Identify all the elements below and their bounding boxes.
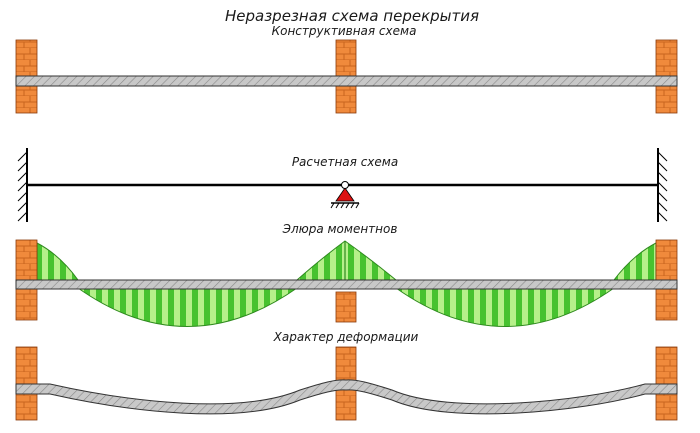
moment-diagram-title: Элюра моментнов: [282, 222, 398, 236]
structural-scheme: [15, 39, 678, 114]
deformation-scheme: [15, 346, 678, 421]
slab: [15, 75, 678, 87]
fixed-support-left: [17, 148, 28, 222]
main-title: Неразрезная схема перекрытия: [225, 7, 479, 25]
moment-support-left: [36, 242, 79, 281]
structural-scheme-title: Конструктивная схема: [272, 24, 417, 38]
triangle-pin-icon: [335, 187, 355, 202]
slab: [15, 279, 678, 290]
pin-support-middle: [330, 181, 360, 209]
moment-diagram: [15, 239, 678, 327]
design-scheme: Расчетная схема: [17, 148, 668, 222]
moment-support-right: [612, 242, 657, 281]
moment-span-left: [76, 287, 299, 327]
deformed-slab: [15, 379, 678, 415]
design-scheme-title: Расчетная схема: [292, 155, 398, 169]
brick-wall-middle: [335, 291, 357, 323]
fixed-support-right: [657, 148, 668, 222]
deformation-title: Характер деформации: [273, 330, 419, 344]
moment-span-right: [394, 287, 616, 327]
moment-support-middle: [295, 240, 398, 281]
